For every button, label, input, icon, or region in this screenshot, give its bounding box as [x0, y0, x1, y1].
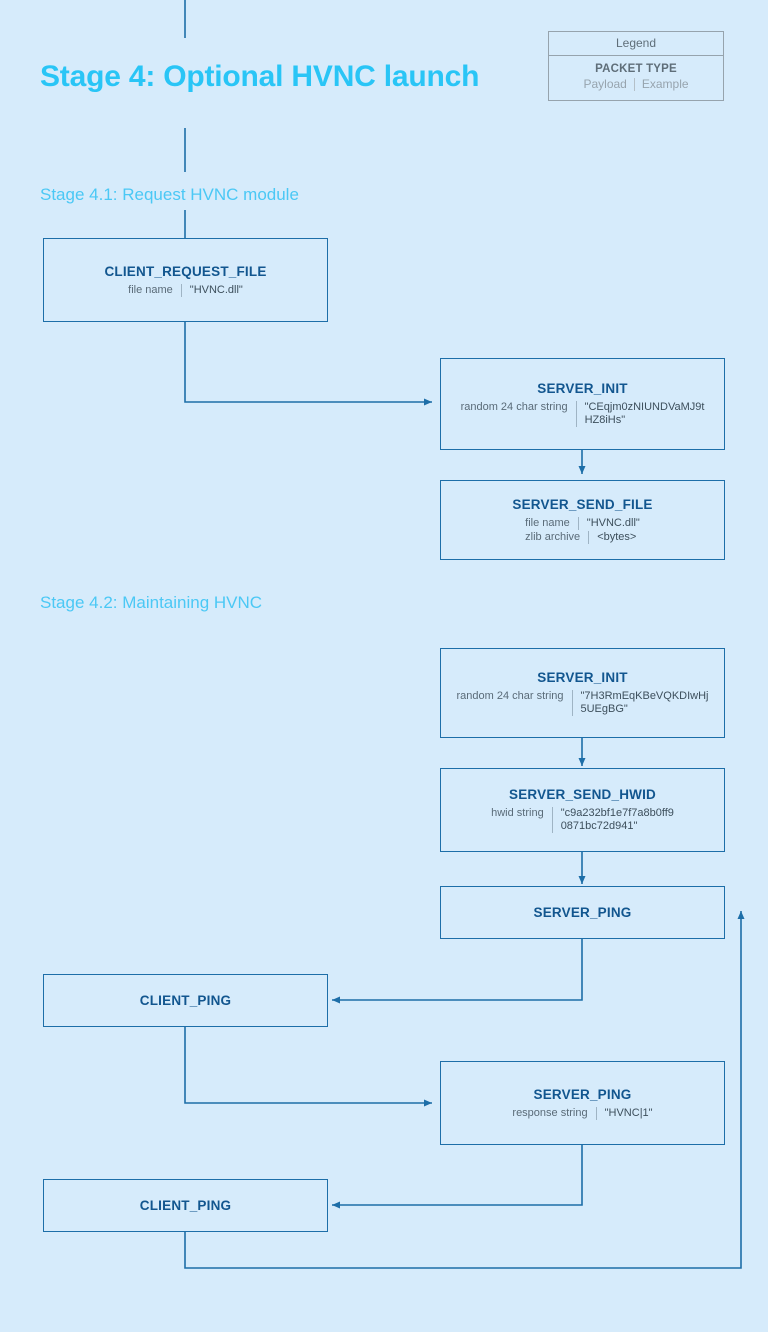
packet-type: SERVER_PING [533, 1086, 632, 1102]
payload-key: response string [512, 1106, 588, 1119]
payload-separator [577, 516, 579, 530]
packet-type: SERVER_INIT [537, 670, 628, 685]
payload-value: <bytes> [597, 530, 637, 543]
packet-type: CLIENT_PING [139, 993, 232, 1008]
substage-title-4-1: Stage 4.1: Request HVNC module [40, 185, 299, 204]
payload-row: file name "HVNC.dll" [128, 283, 243, 297]
node-client-ping-1[interactable]: CLIENT_PING [43, 974, 328, 1027]
legend-payload-row: Payload Example [549, 77, 723, 91]
node-server-ping-2[interactable]: SERVER_PING response string "HVNC|1" [440, 1061, 725, 1145]
packet-type: CLIENT_PING [139, 1198, 232, 1213]
payload-row: file name "HVNC.dll" [525, 516, 640, 530]
payload-separator [575, 401, 577, 427]
packet-type: SERVER_SEND_HWID [509, 787, 656, 802]
payload-key: file name [525, 516, 570, 529]
node-server-send-file[interactable]: SERVER_SEND_FILE file name "HVNC.dll" zl… [440, 480, 725, 560]
payload-table: file name "HVNC.dll" [128, 283, 243, 297]
payload-separator [180, 283, 182, 297]
packet-type: SERVER_PING [533, 905, 632, 920]
node-client-request-file[interactable]: CLIENT_REQUEST_FILE file name "HVNC.dll" [43, 238, 328, 322]
legend-body: PACKET TYPE Payload Example [549, 56, 723, 100]
payload-key: file name [128, 283, 173, 296]
payload-key: hwid string [491, 807, 544, 819]
payload-value: "HVNC|1" [604, 1106, 653, 1119]
payload-table: hwid string "c9a232bf1e7f7a8b0ff9 0871bc… [491, 807, 674, 833]
payload-value: "HVNC.dll" [586, 516, 640, 529]
payload-value: "HVNC.dll" [189, 283, 243, 296]
page-title: Stage 4: Optional HVNC launch [40, 60, 480, 93]
payload-value: "7H3RmEqKBeVQKDIwHj 5UEgBG" [580, 690, 709, 715]
node-client-ping-2[interactable]: CLIENT_PING [43, 1179, 328, 1232]
payload-separator [595, 1106, 597, 1120]
payload-key: zlib archive [525, 530, 581, 543]
payload-table: file name "HVNC.dll" zlib archive <bytes… [525, 516, 640, 544]
payload-key: random 24 char string [460, 401, 568, 413]
payload-separator [571, 690, 573, 716]
payload-row: hwid string "c9a232bf1e7f7a8b0ff9 0871bc… [491, 807, 674, 833]
legend-example-label: Example [641, 77, 689, 91]
substage-title-4-2: Stage 4.2: Maintaining HVNC [40, 593, 263, 612]
node-server-init-2[interactable]: SERVER_INIT random 24 char string "7H3Rm… [440, 648, 725, 738]
packet-type: CLIENT_REQUEST_FILE [104, 263, 267, 279]
node-server-init-1[interactable]: SERVER_INIT random 24 char string "CEqjm… [440, 358, 725, 450]
node-server-ping-1[interactable]: SERVER_PING [440, 886, 725, 939]
payload-table: random 24 char string "CEqjm0zNIUNDVaMJ9… [460, 401, 705, 427]
payload-value: "c9a232bf1e7f7a8b0ff9 0871bc72d941" [560, 807, 674, 832]
payload-separator [588, 530, 590, 544]
payload-row: zlib archive <bytes> [525, 530, 640, 544]
legend-header: Legend [549, 32, 723, 56]
payload-value: "CEqjm0zNIUNDVaMJ9t HZ8iHs" [584, 401, 705, 426]
node-server-send-hwid[interactable]: SERVER_SEND_HWID hwid string "c9a232bf1e… [440, 768, 725, 852]
legend-packet-type: PACKET TYPE [595, 63, 677, 75]
payload-key: random 24 char string [456, 690, 564, 702]
payload-row: random 24 char string "7H3RmEqKBeVQKDIwH… [457, 690, 709, 716]
payload-row: response string "HVNC|1" [512, 1106, 653, 1120]
legend-payload-label: Payload [583, 77, 627, 91]
payload-separator [551, 807, 553, 833]
payload-row: random 24 char string "CEqjm0zNIUNDVaMJ9… [460, 401, 705, 427]
payload-table: response string "HVNC|1" [512, 1106, 653, 1120]
legend-divider [633, 77, 635, 91]
packet-type: SERVER_SEND_FILE [512, 496, 653, 512]
payload-table: random 24 char string "7H3RmEqKBeVQKDIwH… [457, 690, 709, 716]
legend: Legend PACKET TYPE Payload Example [548, 31, 724, 101]
packet-type: SERVER_INIT [537, 381, 628, 396]
